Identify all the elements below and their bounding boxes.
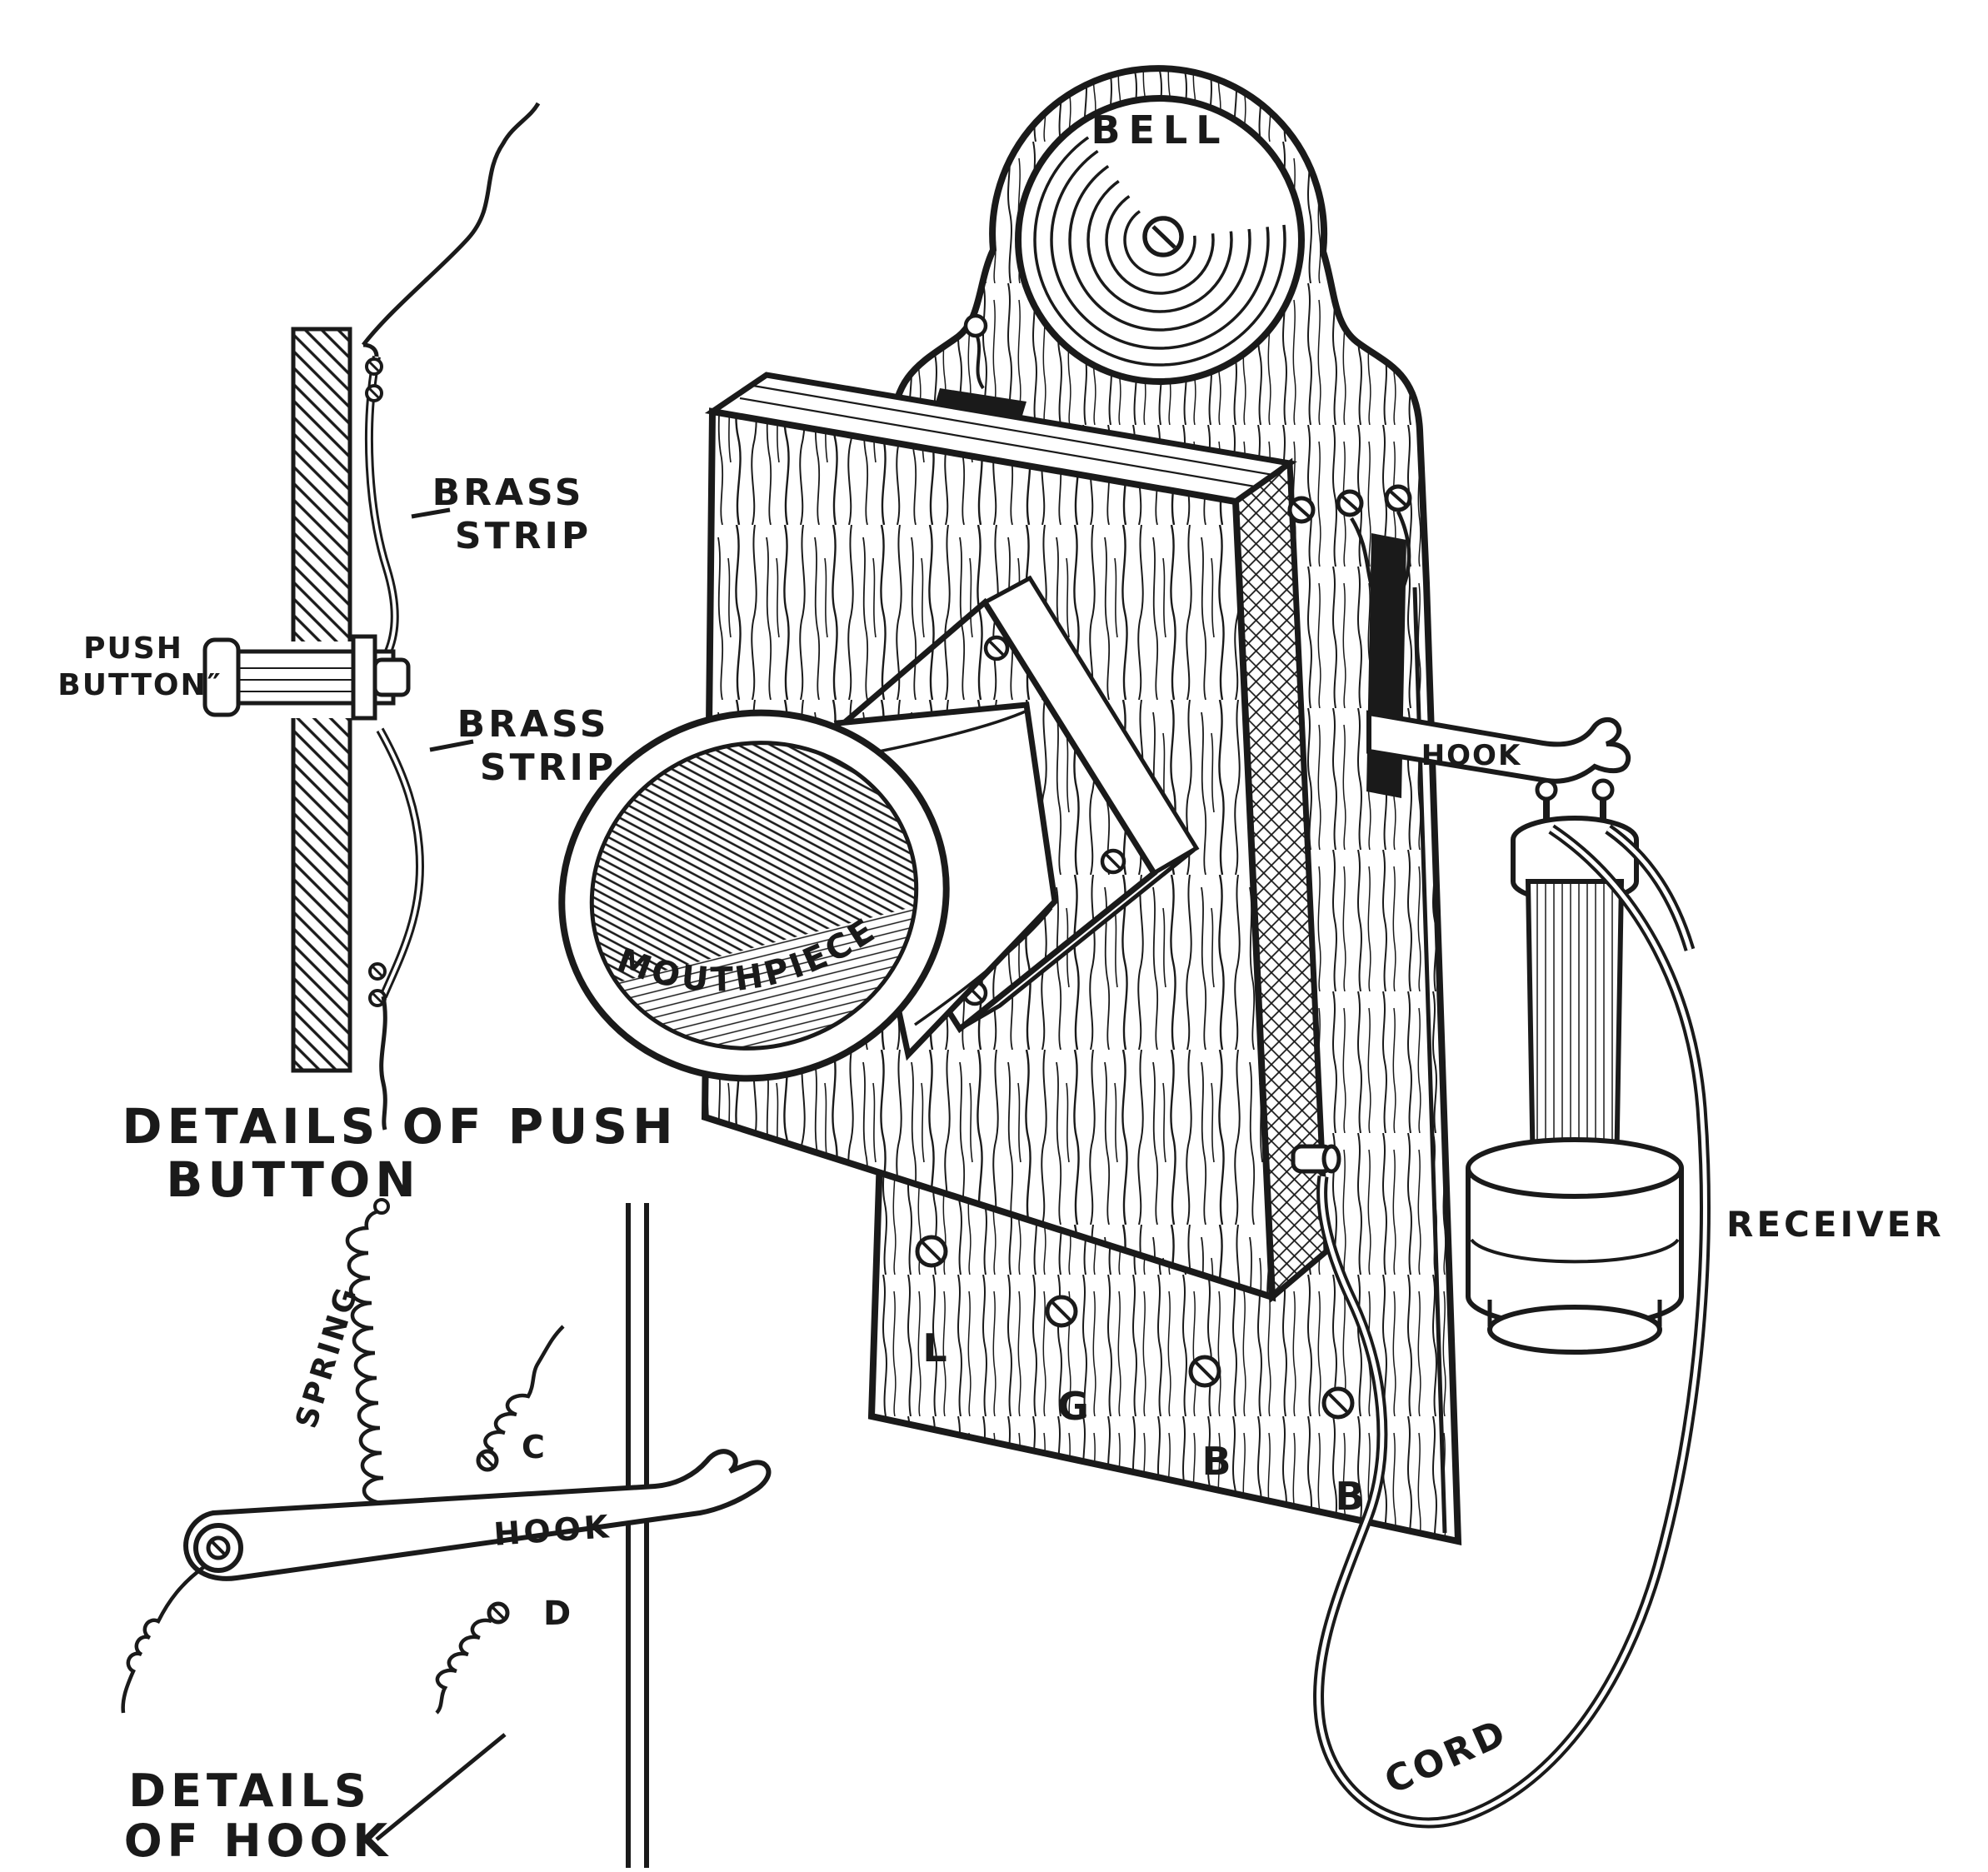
push-button-knob — [202, 637, 241, 717]
terminal-label-l: L — [922, 1325, 947, 1370]
receiver-label: RECEIVER — [1726, 1204, 1945, 1245]
board-screw — [983, 635, 1010, 661]
strip-screw — [368, 989, 387, 1007]
push-button — [202, 634, 411, 721]
hook-caption-1: DETAILS — [128, 1765, 372, 1817]
board-edge-lines — [626, 1203, 649, 1868]
contact-d-screw — [487, 1601, 510, 1625]
hook-detail: SPRING C HOOK D DETAILS OF HOOK — [121, 1198, 772, 1868]
brass-strip-upper-label-2: STRIP — [455, 515, 592, 557]
hook-assembly: HOOK — [1366, 533, 1631, 798]
push-button-detail: BRASS STRIP BRASS STRIP PUSH BUTTON″ DET… — [57, 102, 677, 1208]
strip-screw — [365, 384, 383, 402]
bell-label: BELL — [1091, 107, 1228, 152]
brass-strip-lower-label-2: STRIP — [480, 746, 617, 789]
push-button-caption-2: BUTTON — [166, 1151, 421, 1208]
push-button-label-2: BUTTON″ — [57, 668, 222, 702]
binding-post — [1336, 489, 1364, 517]
hook-lever — [183, 1449, 772, 1581]
receiver-earcap — [1487, 1305, 1662, 1355]
strip-screw — [368, 962, 387, 981]
leader-line — [375, 1733, 507, 1841]
terminal-screw-l — [915, 1235, 948, 1268]
terminal-screw-g — [1045, 1295, 1078, 1328]
box-top-slot — [935, 388, 1026, 418]
contact-c-screw — [476, 1449, 499, 1472]
bell-wire — [976, 336, 985, 390]
contact-d-wire — [435, 1618, 492, 1715]
contact-d-label: D — [543, 1595, 571, 1633]
push-button-caption-1: DETAILS OF PUSH — [122, 1098, 677, 1155]
bell-mount-screw — [963, 313, 988, 338]
main-telephone: BELL — [552, 65, 1945, 1829]
contact-c-wire — [483, 1325, 565, 1452]
brass-strip-lower-label-1: BRASS — [457, 703, 610, 746]
bell-screw-slot — [1151, 225, 1176, 249]
spring-coil — [345, 1209, 386, 1505]
contact-c-label: C — [522, 1429, 545, 1465]
bell: BELL — [963, 95, 1305, 390]
binding-post — [1287, 496, 1316, 524]
bottom-terminals: L G B B — [915, 1235, 1365, 1519]
board-screw — [1100, 848, 1126, 875]
spring-anchor-screw — [373, 1198, 390, 1215]
push-button-contact — [372, 657, 411, 697]
terminal-screw-b2 — [1321, 1386, 1355, 1420]
terminal-label-b2: B — [1335, 1474, 1364, 1519]
hook-lever-label: HOOK — [492, 1508, 613, 1553]
receiver: RECEIVER — [1466, 778, 1945, 1355]
hook-arm — [1366, 710, 1631, 784]
upper-wire — [362, 102, 541, 347]
lower-wire — [379, 996, 387, 1131]
pivot-wire — [121, 1565, 207, 1714]
terminal-label-g: G — [1057, 1384, 1089, 1429]
bell-gong-arcs — [1025, 105, 1295, 367]
cord-label: CORD — [1378, 1711, 1514, 1803]
spring-label: SPRING — [290, 1281, 366, 1432]
leader-line — [411, 507, 451, 519]
hook-label: HOOK — [1421, 739, 1522, 772]
brass-strip-upper-label-1: BRASS — [432, 472, 585, 514]
hook-caption-2: OF HOOK — [124, 1815, 392, 1867]
push-button-label-1: PUSH — [83, 631, 183, 666]
terminal-label-b1: B — [1201, 1439, 1231, 1484]
terminal-screw-b1 — [1188, 1355, 1221, 1388]
strip-screw — [365, 357, 383, 376]
leader-line — [429, 739, 474, 752]
binding-post — [1384, 484, 1412, 512]
